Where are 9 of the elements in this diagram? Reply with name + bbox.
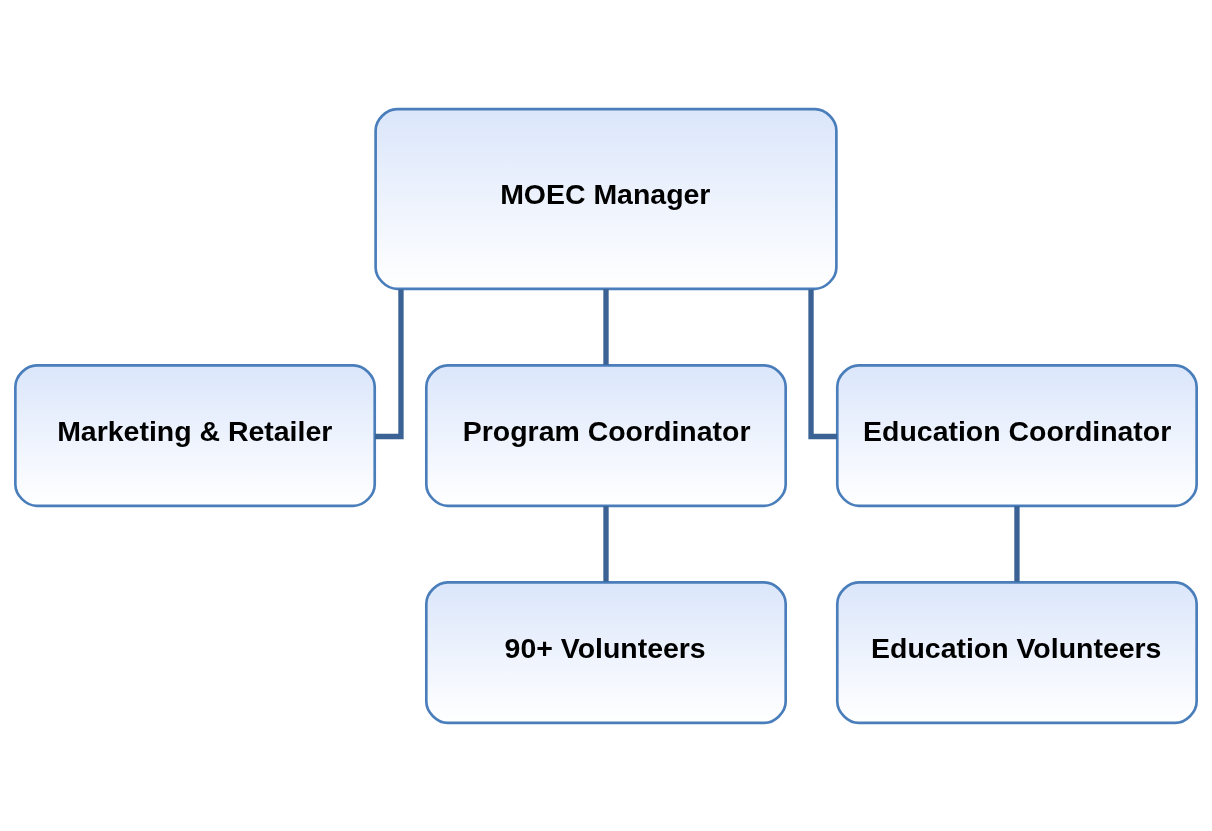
node-box: Marketing & Retailer — [14, 363, 377, 507]
node-box: MOEC Manager — [374, 107, 838, 290]
node-box: 90+ Volunteers — [425, 580, 787, 724]
node-box: Education Coordinator — [835, 363, 1198, 507]
node-box: Education Volunteers — [835, 580, 1198, 724]
connector — [603, 505, 609, 582]
node-box: Program Coordinator — [425, 363, 787, 507]
connector — [1014, 505, 1020, 582]
connector — [603, 288, 609, 365]
